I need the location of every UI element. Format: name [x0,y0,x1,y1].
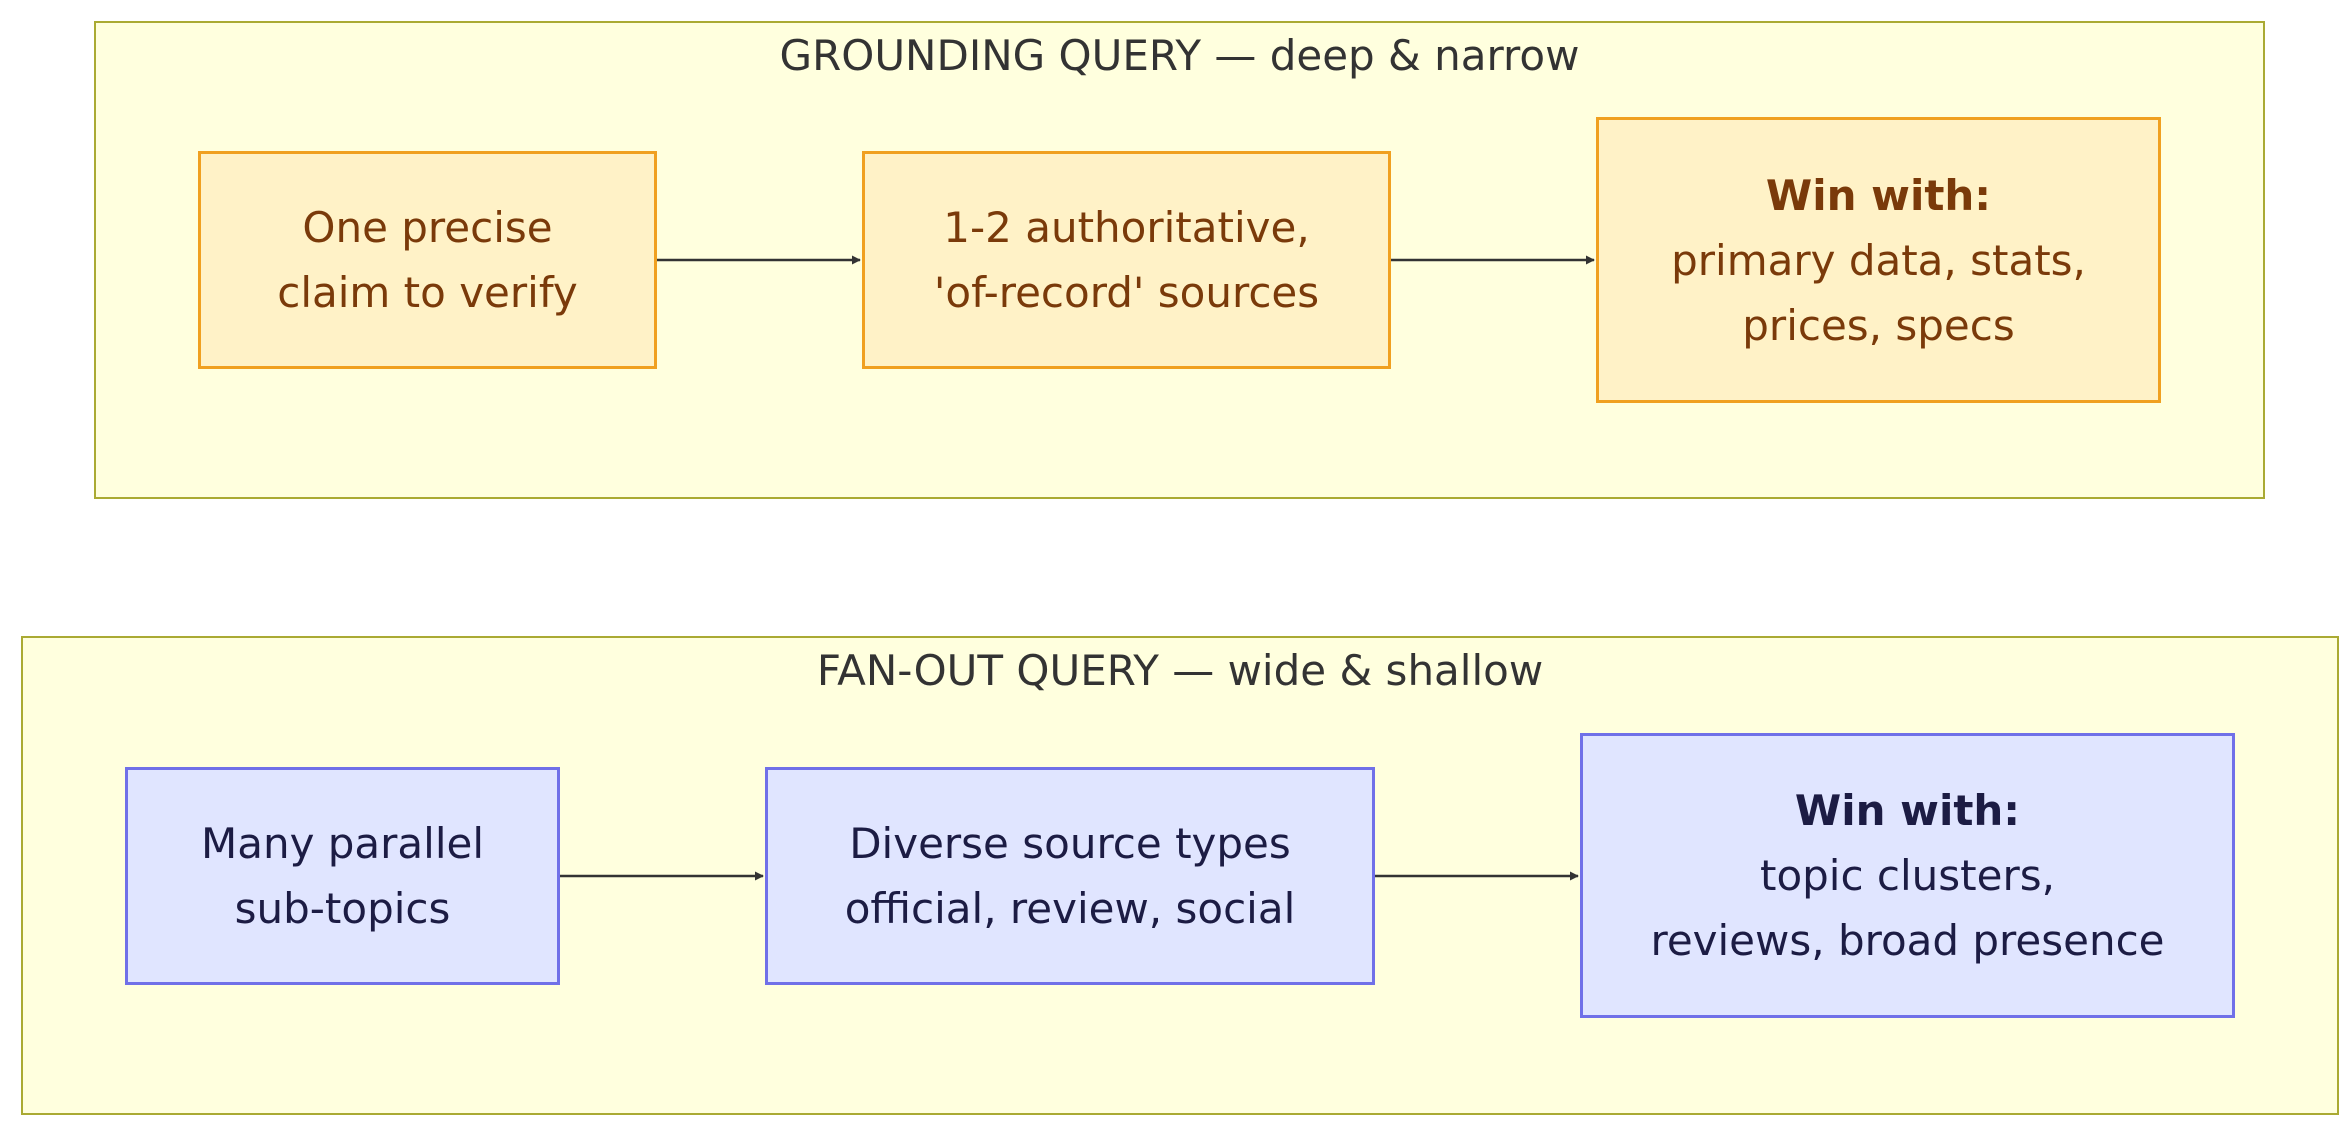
node-line: 1-2 authoritative, [943,203,1310,252]
node-line: official, review, social [844,884,1296,933]
node-heading: Win with: [1765,170,1992,220]
fanout-sources-node: Diverse source types official, review, s… [765,767,1375,985]
node-line: sub-topics [234,884,451,933]
node-line: Many parallel [200,819,485,868]
node-line: reviews, broad presence [1650,916,2165,965]
node-line: prices, specs [1742,300,2015,350]
node-line: topic clusters, [1759,851,2055,900]
fanout-subtopics-node: Many parallel sub-topics [125,767,560,985]
node-line: One precise [302,203,553,252]
node-line: Diverse source types [849,819,1291,868]
grounding-sources-node: 1-2 authoritative, 'of-record' sources [862,151,1391,369]
node-heading: Win with: [1794,786,2021,835]
grounding-win-node: Win with: primary data, stats, prices, s… [1596,117,2161,403]
fanout-win-node: Win with: topic clusters, reviews, broad… [1580,733,2235,1018]
node-line: claim to verify [277,268,578,317]
grounding-claim-node: One precise claim to verify [198,151,657,369]
node-line: 'of-record' sources [933,268,1320,317]
fanout-query-title: FAN-OUT QUERY — wide & shallow [816,646,1544,695]
node-line: primary data, stats, [1671,235,2086,285]
grounding-query-title: GROUNDING QUERY — deep & narrow [779,31,1580,80]
